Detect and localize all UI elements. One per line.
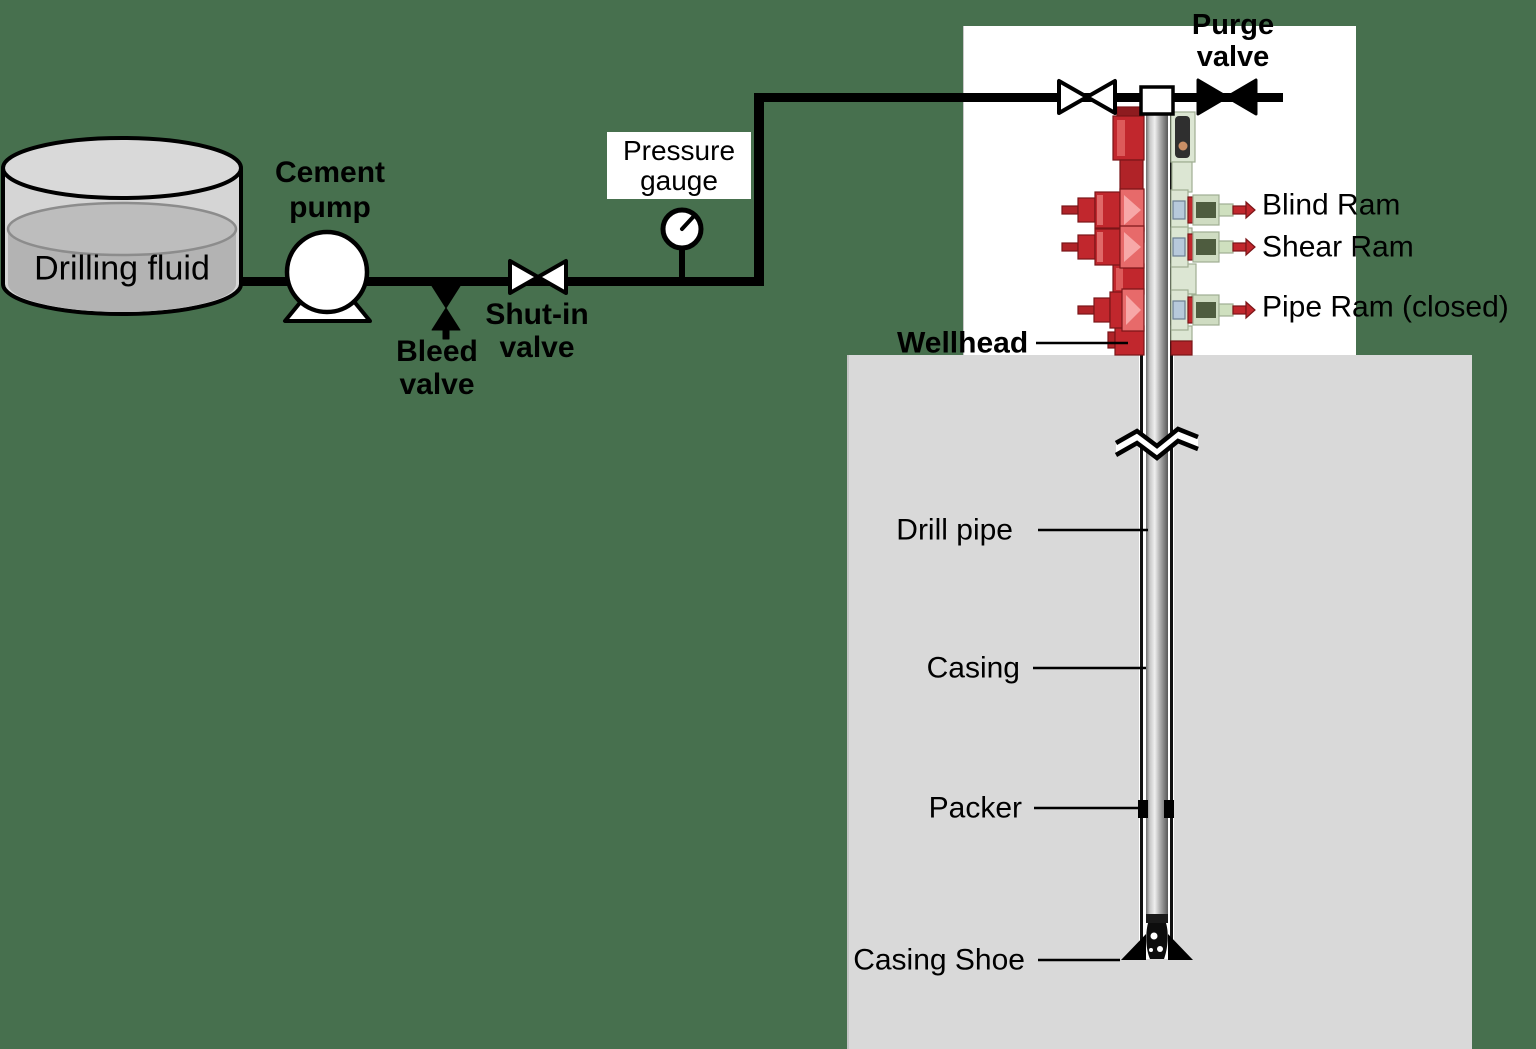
isolation-valve-icon <box>1057 79 1117 115</box>
shear-ram-assembly <box>1061 225 1256 269</box>
drill-pipe-tube <box>1146 110 1168 920</box>
wellhead-connector <box>1139 85 1175 116</box>
packer-label: Packer <box>928 791 1022 825</box>
wellhead-label: Wellhead <box>897 326 1029 360</box>
shear-ram-label: Shear Ram <box>1262 230 1414 264</box>
casing-lines <box>1140 113 1173 959</box>
leader-lines <box>1033 341 1148 962</box>
surface-pipe-line <box>238 93 1283 286</box>
casing-shoe-icon <box>1121 914 1193 960</box>
drilling-fluid-label: Drilling fluid <box>34 249 210 288</box>
purge-valve-label: Purge valve <box>1191 9 1283 73</box>
fluid-surface <box>6 201 238 257</box>
shut-in-valve-icon <box>508 259 568 295</box>
shut-in-valve-label: Shut-in valve <box>485 298 597 364</box>
bleed-valve-icon <box>431 278 461 340</box>
casing-shoe-label: Casing Shoe <box>853 943 1025 977</box>
bleed-valve-label: Bleed valve <box>396 335 487 401</box>
pipe-break-icon <box>1114 426 1199 461</box>
bop-stack <box>1061 106 1256 356</box>
drill-pipe-label: Drill pipe <box>896 513 1013 547</box>
purge-valve-icon <box>1196 78 1258 116</box>
pipe-ram-assembly <box>1077 288 1256 332</box>
pressure-gauge-icon <box>660 207 704 278</box>
drilling-fluid-tank <box>0 136 243 316</box>
blind-ram-label: Blind Ram <box>1262 188 1401 222</box>
cement-pump-icon <box>283 229 372 323</box>
pipe-ram-label: Pipe Ram (closed) <box>1262 290 1509 324</box>
pressure-gauge-label: Pressure gauge <box>607 132 751 199</box>
casing-label: Casing <box>926 651 1020 685</box>
cement-pump-label: Cement pump <box>274 156 394 224</box>
